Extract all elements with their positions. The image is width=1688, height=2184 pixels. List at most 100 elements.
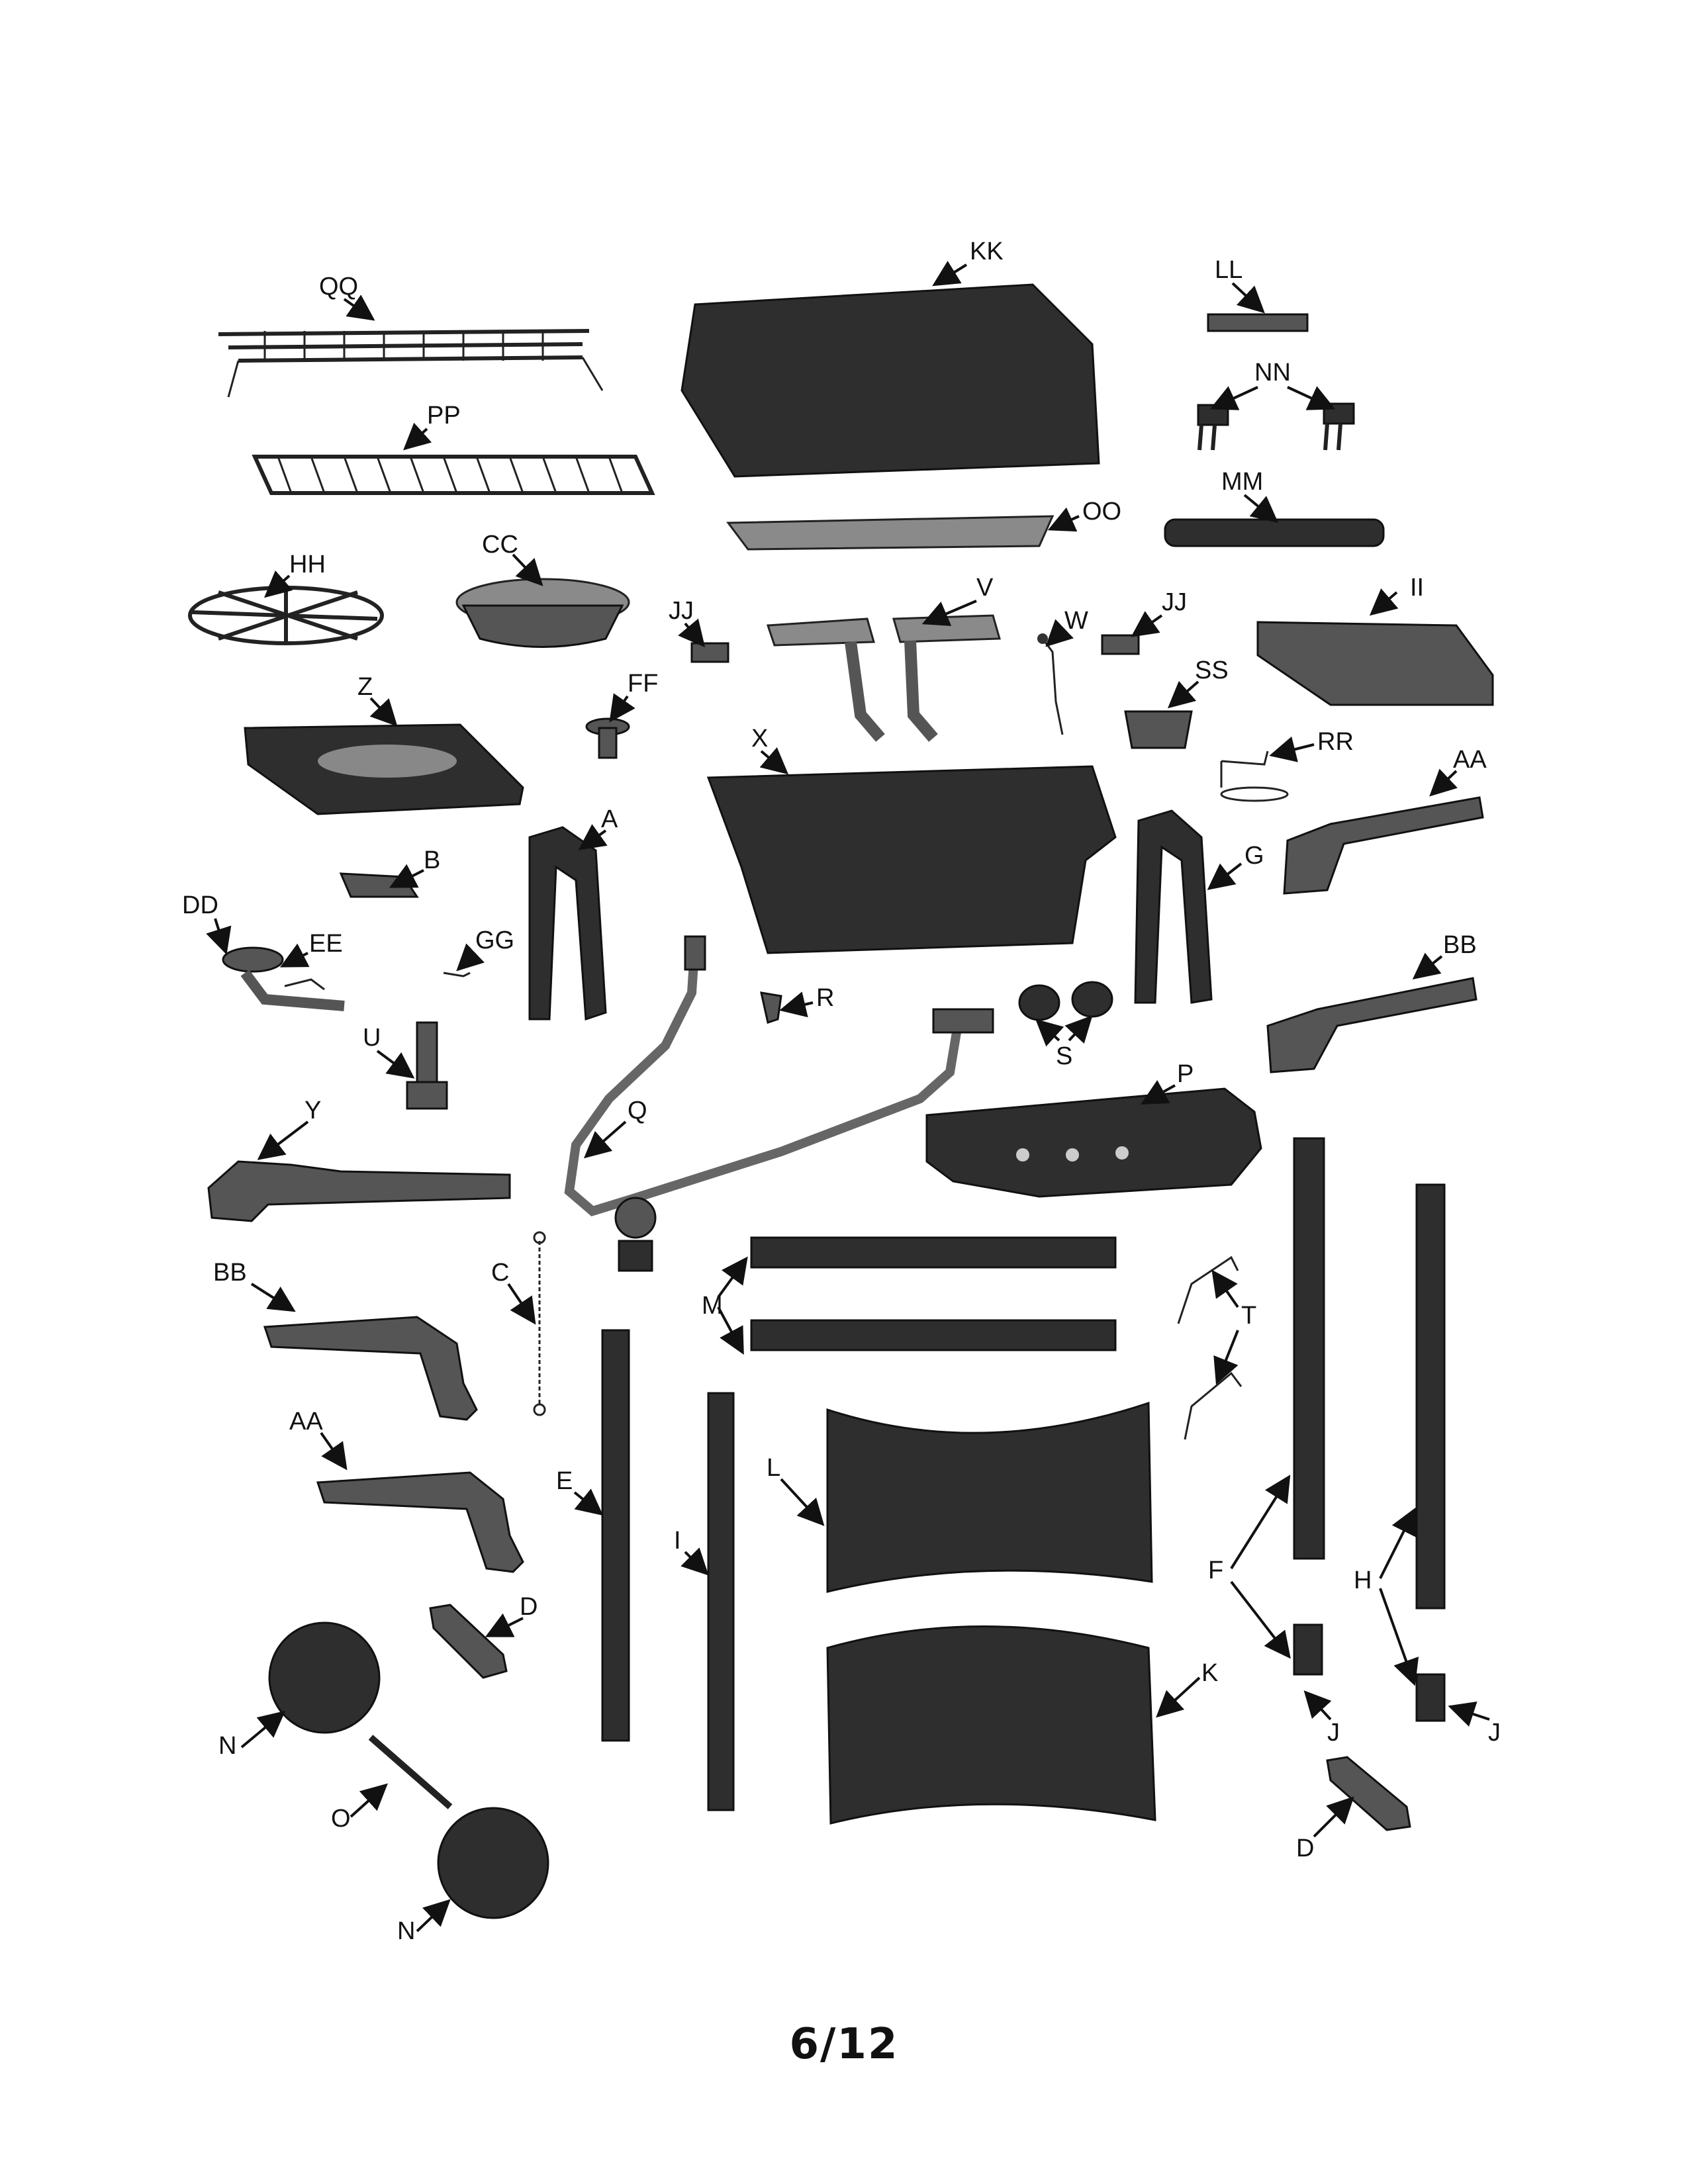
part-match-holder <box>1220 751 1289 802</box>
label-j-right: J <box>1488 1719 1501 1747</box>
label-e: E <box>556 1467 573 1495</box>
label-oo: OO <box>1082 498 1121 525</box>
label-c: C <box>491 1259 509 1287</box>
label-dd: DD <box>182 891 218 919</box>
part-side-shelf <box>1256 621 1494 706</box>
part-shelf-support-lower-left <box>316 1471 524 1573</box>
part-hinges <box>1197 402 1355 451</box>
label-gg: GG <box>475 927 514 954</box>
label-qq: QQ <box>319 273 358 300</box>
part-burner-bowl <box>455 578 630 648</box>
part-cross-brace-upper <box>750 1236 1117 1269</box>
label-b: B <box>424 846 440 874</box>
label-jj-left: JJ <box>669 597 694 625</box>
part-control-panel <box>925 1087 1262 1198</box>
label-z: Z <box>357 673 373 701</box>
part-warming-rack <box>218 329 604 398</box>
label-aa-left: AA <box>289 1408 323 1435</box>
label-t: T <box>1241 1302 1256 1330</box>
label-a: A <box>601 805 618 833</box>
label-g: G <box>1244 842 1264 870</box>
part-control-knobs <box>1018 981 1113 1021</box>
label-h: H <box>1354 1567 1372 1594</box>
part-wheel-lower <box>437 1807 549 1919</box>
page-number: 6/12 <box>789 2020 899 2069</box>
part-logo-plate <box>1207 313 1309 332</box>
label-ff: FF <box>628 670 658 698</box>
part-side-burner-valve <box>585 717 630 759</box>
part-side-burner-housing <box>244 723 524 815</box>
label-ee: EE <box>309 930 343 958</box>
part-leg-e <box>601 1329 630 1742</box>
part-shelf-support-lower-right <box>1266 977 1477 1073</box>
part-wheel-upper <box>268 1621 381 1734</box>
label-d-right: D <box>1296 1835 1314 1862</box>
label-kk: KK <box>970 238 1004 265</box>
label-jj-right: JJ <box>1162 588 1187 616</box>
label-ss: SS <box>1195 657 1229 684</box>
label-x: X <box>751 725 768 752</box>
label-k: K <box>1201 1659 1218 1687</box>
part-leg-h-foot <box>1415 1673 1446 1722</box>
label-hh: HH <box>289 551 326 578</box>
label-v: V <box>976 574 994 602</box>
label-pp: PP <box>427 402 461 430</box>
part-axle <box>368 1735 453 1809</box>
label-nn: NN <box>1254 359 1291 387</box>
label-q: Q <box>628 1097 647 1124</box>
label-d-left: D <box>520 1593 538 1621</box>
label-w: W <box>1064 607 1088 635</box>
part-manifold <box>564 935 994 1272</box>
label-f: F <box>1208 1557 1223 1584</box>
part-side-burner-grate <box>188 586 384 645</box>
part-left-front-bracket <box>528 826 607 1021</box>
label-l: L <box>767 1454 780 1482</box>
part-ignitor-wire <box>443 972 471 978</box>
label-n-upper: N <box>218 1732 236 1760</box>
part-electrode <box>1037 633 1064 735</box>
part-small-bracket <box>339 872 419 898</box>
part-match-chain <box>533 1231 546 1416</box>
part-bracket-left <box>690 642 729 663</box>
part-u-bracket <box>406 1021 448 1110</box>
part-cross-brace-lower <box>750 1319 1117 1351</box>
part-leg-h-upper <box>1415 1183 1446 1610</box>
part-rear-bracket <box>207 1160 511 1222</box>
label-bb-left: BB <box>213 1259 247 1287</box>
label-r: R <box>816 984 834 1012</box>
part-leg-i <box>707 1392 735 1811</box>
label-n-lower: N <box>397 1917 415 1945</box>
part-end-cap-right <box>1326 1756 1411 1831</box>
part-shelf-support-upper-right <box>1283 796 1484 895</box>
part-bracket-right <box>1101 634 1140 655</box>
label-aa-right: AA <box>1453 746 1487 774</box>
part-handle <box>1164 518 1385 547</box>
part-grease-cup <box>1124 710 1193 749</box>
label-i: I <box>674 1527 681 1555</box>
part-heat-shield <box>726 515 1055 551</box>
label-mm: MM <box>1221 468 1263 496</box>
part-shelf-support-upper-left <box>263 1316 478 1421</box>
part-right-front-bracket <box>1134 809 1213 1004</box>
part-firebox <box>706 765 1117 954</box>
part-ignitor <box>760 991 782 1024</box>
part-lid <box>680 283 1100 478</box>
part-burners <box>766 614 1001 742</box>
label-bb-right: BB <box>1443 931 1477 959</box>
part-end-cap-left <box>429 1604 508 1679</box>
part-leg-f-foot <box>1293 1623 1323 1676</box>
part-leg-f-upper <box>1293 1137 1325 1560</box>
part-cooking-grate <box>252 455 655 495</box>
label-s: S <box>1056 1042 1072 1070</box>
part-back-panel <box>826 1401 1153 1593</box>
label-p: P <box>1177 1060 1194 1088</box>
label-u: U <box>363 1024 381 1052</box>
part-front-panel <box>826 1625 1156 1825</box>
label-cc: CC <box>482 531 518 559</box>
label-o: O <box>331 1805 351 1833</box>
label-rr: RR <box>1317 728 1354 756</box>
label-y: Y <box>305 1097 321 1124</box>
label-j-left: J <box>1327 1719 1340 1747</box>
label-ii: II <box>1410 574 1424 602</box>
